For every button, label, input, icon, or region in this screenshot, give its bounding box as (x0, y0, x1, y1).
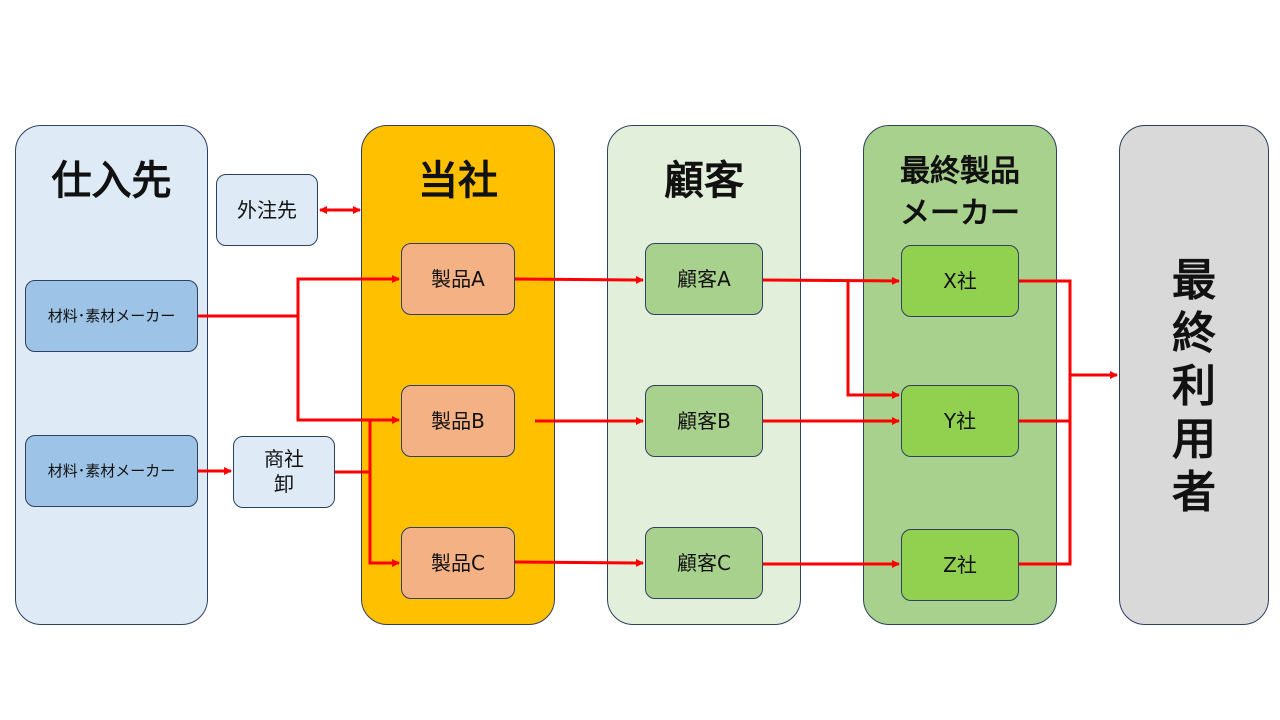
product-c-box: 製品C (401, 527, 515, 599)
trading-company-box: 商社 卸 (233, 436, 335, 508)
trading-company-label: 商社 (264, 447, 304, 471)
product-c-to-customer-c-arrow (514, 558, 644, 567)
end-user-title-char: 者 (1172, 467, 1216, 518)
customer-a-to-x-arrow (762, 276, 900, 285)
outsource-box: 外注先 (216, 174, 318, 246)
company-y-box: Y社 (901, 385, 1019, 457)
customer-a-box: 顧客A (645, 243, 763, 315)
product-b-box: 製品B (401, 385, 515, 457)
end-user-title-char: 利 (1172, 361, 1216, 412)
end-user-title-char: 用 (1172, 414, 1216, 465)
trading-to-product-b-arrow (335, 420, 372, 474)
supplier1-to-product-a-arrow (198, 275, 400, 318)
wholesaler-label: 卸 (274, 472, 294, 496)
customer-c-box: 顧客C (645, 527, 763, 599)
supplier-column: 仕入先 (15, 125, 208, 625)
trading-to-product-c-arrow (368, 472, 400, 567)
end-user-title-char: 最 (1172, 255, 1216, 306)
final-maker-column-title-line2: メーカー (900, 196, 1020, 231)
product-a-box: 製品A (401, 243, 515, 315)
supplier1-to-product-b-arrow (296, 316, 400, 424)
end-user-title-char: 終 (1172, 308, 1216, 359)
customer-a-to-y-arrow (846, 280, 900, 399)
company-z-box: Z社 (901, 529, 1019, 601)
company-x-box: X社 (901, 245, 1019, 317)
product-a-to-customer-a-arrow (514, 275, 644, 284)
supplier-column-title: 仕入先 (51, 158, 172, 204)
end-user-column-title: 最 終 利 用 者 (1120, 254, 1268, 519)
material-maker-box-1: 材料･素材メーカー (25, 280, 198, 352)
customer-column-title: 顧客 (664, 158, 744, 204)
material-maker-box-2: 材料･素材メーカー (25, 435, 198, 507)
end-user-column: 最 終 利 用 者 (1119, 125, 1269, 625)
our-company-column-title: 当社 (418, 158, 498, 204)
final-maker-column-title-line1: 最終製品 (900, 154, 1020, 189)
customer-b-box: 顧客B (645, 385, 763, 457)
